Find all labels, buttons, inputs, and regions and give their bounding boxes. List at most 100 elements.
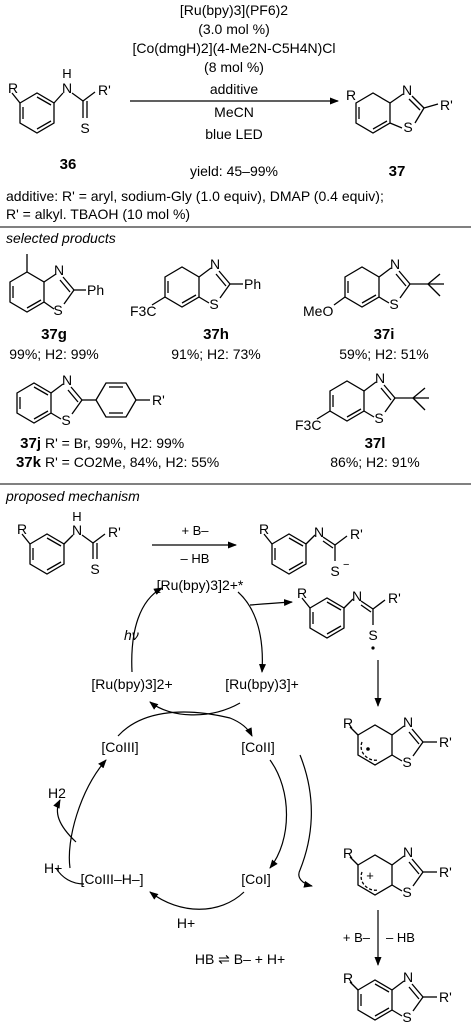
s-label: S [403, 119, 412, 135]
ru-ground: [Ru(bpy)3]2+ [91, 676, 172, 692]
ru-excited: [Ru(bpy)3]2+* [157, 577, 244, 593]
n-label: N [54, 262, 64, 278]
r-label: R [17, 521, 27, 537]
product-37: R N S R' 37 [346, 82, 453, 180]
n-label: N [352, 588, 362, 604]
mech-thioamide: R H N R' S [17, 509, 121, 577]
co1-label: [CoI] [241, 871, 271, 887]
result-37j: R' = Br, 99%, H2: 99% [45, 435, 184, 451]
r-label: R [8, 80, 18, 96]
s-label: S [374, 410, 383, 426]
co-hydride-label: [CoIII–H–] [80, 871, 143, 887]
co2-label: [CoII] [241, 739, 274, 755]
product-37g: N S Ph 37g 99%; H2: 99% [9, 254, 104, 362]
reactant-36: R H N R' S 36 [8, 66, 111, 173]
n-label: N [375, 370, 385, 386]
result-37h: 91%; H2: 73% [171, 346, 261, 362]
compound-label-37j: 37j [20, 435, 41, 452]
r-prime-label: R' [439, 864, 452, 880]
n-label: N [314, 524, 324, 540]
radical-dot [366, 747, 370, 751]
s-label: S [61, 412, 70, 428]
compound-label-37i: 37i [374, 326, 395, 343]
co3-label: [CoIII] [101, 739, 138, 755]
catalyst-1: [Ru(bpy)3](PF6)2 [180, 2, 288, 18]
n-label: N [403, 844, 413, 860]
additive-label: additive [210, 81, 258, 97]
selected-products-heading: selected products [6, 230, 116, 246]
additive-note-1: additive: R' = aryl, sodium-Gly (1.0 equ… [6, 188, 384, 204]
r-prime-label: R' [439, 989, 452, 1005]
anion-charge: − [343, 559, 349, 571]
r-prime-label: R' [108, 524, 121, 540]
proton-label: H+ [177, 915, 195, 931]
r-label: R [343, 970, 353, 986]
product-37l: F3C N S 37l 86%; H2: 91% [295, 370, 429, 470]
r-prime-label: R' [388, 590, 401, 606]
s-label: S [209, 296, 218, 312]
co-hydride-to-co3-arrow [68, 759, 107, 869]
r-label: R [343, 715, 353, 731]
h2-label: H2 [48, 785, 66, 801]
mech-cyclized-cation: + R N S R' [343, 844, 452, 900]
mechanism-heading: proposed mechanism [5, 488, 140, 504]
n-label: N [402, 82, 412, 98]
catalyst-1-loading: (3.0 mol %) [198, 21, 270, 37]
s-label: S [80, 120, 89, 136]
r-label: R [346, 87, 356, 103]
n-label: N [403, 969, 413, 985]
product-37h: F3C N S Ph 37h 91%; H2: 73% [130, 256, 261, 362]
protonation-arrow [149, 891, 245, 910]
n-label: N [62, 80, 72, 96]
hv-label: hν [124, 627, 139, 643]
result-37k: R' = CO2Me, 84%, H2: 55% [45, 454, 219, 470]
h2-release-arrow [53, 799, 77, 843]
base-add-label: + B– [181, 523, 209, 538]
r-prime-label: R' [98, 82, 111, 98]
r-prime-label: R' [350, 526, 363, 542]
cf3-label: F3C [130, 303, 156, 319]
ph-label: Ph [87, 282, 104, 298]
reaction-conditions: [Ru(bpy)3](PF6)2 (3.0 mol %) [Co(dmgH)2]… [132, 2, 335, 179]
n-label: N [62, 372, 72, 388]
compound-label-37h: 37h [203, 326, 229, 343]
mech-thioamidate-anion: R N R' S − [259, 521, 363, 579]
ph-label: Ph [244, 276, 261, 292]
n-label: N [390, 256, 400, 272]
compound-label-37l: 37l [365, 435, 386, 452]
s-label: S [53, 302, 62, 318]
r-prime-label: R' [152, 392, 165, 408]
catalyst-2: [Co(dmgH)2](4-Me2N-C5H4N)Cl [132, 40, 335, 56]
photoexcitation-arrow [131, 587, 163, 673]
acid-base-equilibrium: HB ⇌ B– + H+ [195, 951, 285, 967]
result-37l: 86%; H2: 91% [330, 454, 420, 470]
base-loss-label: – HB [386, 930, 415, 945]
proton-label: H+ [44, 860, 62, 876]
r-label: R [343, 845, 353, 861]
compound-label-36: 36 [60, 156, 77, 173]
ru-regeneration-arrow [149, 701, 241, 716]
compound-label-37k: 37k [16, 454, 42, 471]
n-label: N [403, 714, 413, 730]
co2-to-co1-arrow [269, 759, 288, 869]
light-label: blue LED [205, 126, 263, 142]
mech-benzothiazole-product: R N S R' [343, 969, 452, 1024]
h-label: H [72, 509, 81, 524]
mech-cyclized-radical: R N S R' [343, 714, 452, 770]
radical-dot [371, 646, 375, 650]
additive-note-2: R' = alkyl. TBAOH (10 mol %) [6, 206, 190, 222]
cation-charge: + [366, 868, 374, 883]
compound-label-37g: 37g [41, 326, 67, 343]
to-radical-arrow [249, 599, 293, 606]
solvent-label: MeCN [214, 104, 254, 120]
yield-label: yield: 45–99% [190, 163, 278, 179]
base-loss-label: – HB [181, 551, 210, 566]
ru-reduced: [Ru(bpy)3]+ [225, 676, 299, 692]
s-label: S [389, 296, 398, 312]
n-label: N [72, 522, 82, 538]
product-37j-37k: N S R' 37j R' = Br, 99%, H2: 99% 37k R' … [16, 372, 219, 471]
radical-oxidation-arrow [298, 754, 313, 888]
mech-sulfur-radical: R N R' S [297, 585, 401, 650]
s-label: S [368, 627, 377, 643]
